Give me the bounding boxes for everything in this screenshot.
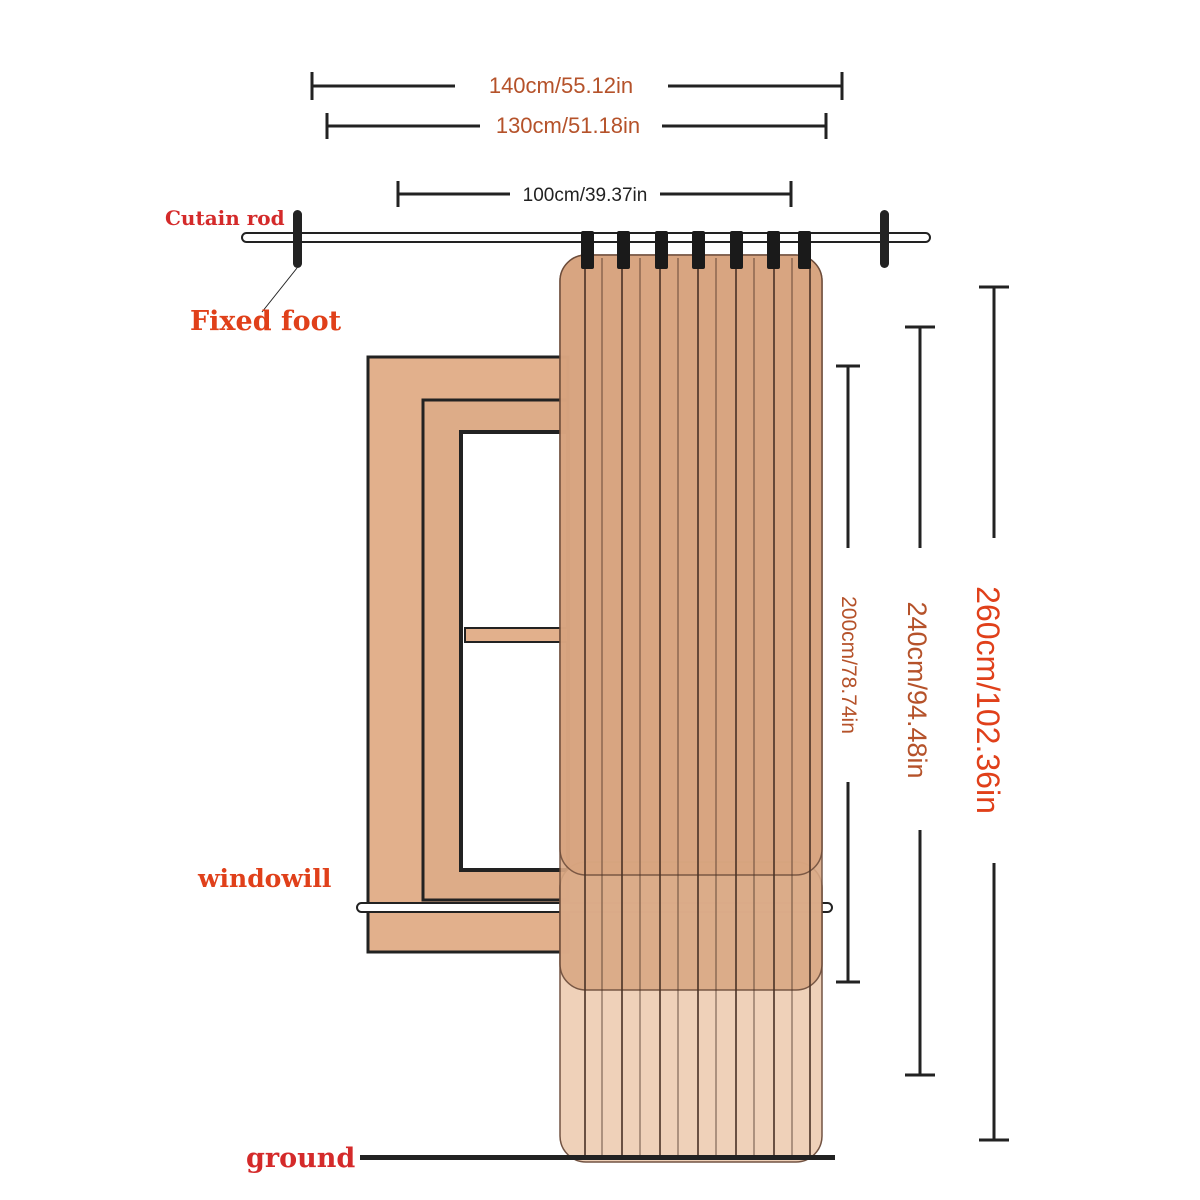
curtain-tab	[798, 231, 811, 269]
curtain-tabs	[581, 231, 811, 269]
dim-260-text: 260cm/102.36in	[970, 586, 1006, 814]
curtain-tab	[692, 231, 705, 269]
window	[366, 355, 570, 954]
dim-100-text: 100cm/39.37in	[523, 185, 648, 206]
curtain-panel-200	[559, 254, 823, 876]
fixed-foot-right	[880, 210, 889, 268]
fixed-foot-leader-line	[261, 267, 298, 313]
dimension-height-200: 200cm/78.74in	[836, 364, 860, 984]
dimension-height-240: 240cm/94.48in	[902, 325, 935, 1077]
dimension-width-140: 140cm/55.12in	[310, 72, 844, 100]
dimension-height-260: 260cm/102.36in	[970, 285, 1009, 1142]
dim-130-text: 130cm/51.18in	[496, 113, 640, 138]
curtain-rod-label: Cutain rod	[165, 206, 285, 230]
curtain-tab	[581, 231, 594, 269]
dim-140-text: 140cm/55.12in	[489, 73, 633, 98]
curtain-tab	[655, 231, 668, 269]
dimension-width-100: 100cm/39.37in	[396, 181, 793, 207]
window-crossbar	[464, 627, 569, 643]
windowsill-label: windowill	[197, 864, 331, 893]
dim-240-text: 240cm/94.48in	[902, 601, 932, 778]
curtain	[559, 254, 823, 1163]
window-glass	[459, 430, 570, 872]
curtain-rod-assembly	[241, 210, 931, 269]
curtain-tab	[617, 231, 630, 269]
curtain-pleats	[584, 258, 811, 1160]
ground-line	[360, 1155, 835, 1160]
dim-200-text: 200cm/78.74in	[837, 596, 860, 734]
curtain-tab	[767, 231, 780, 269]
dimension-width-130: 130cm/51.18in	[325, 113, 828, 139]
fixed-foot-label: Fixed foot	[190, 306, 342, 337]
fixed-foot-left	[293, 210, 302, 268]
ground-label: ground	[246, 1143, 355, 1174]
curtain-tab	[730, 231, 743, 269]
